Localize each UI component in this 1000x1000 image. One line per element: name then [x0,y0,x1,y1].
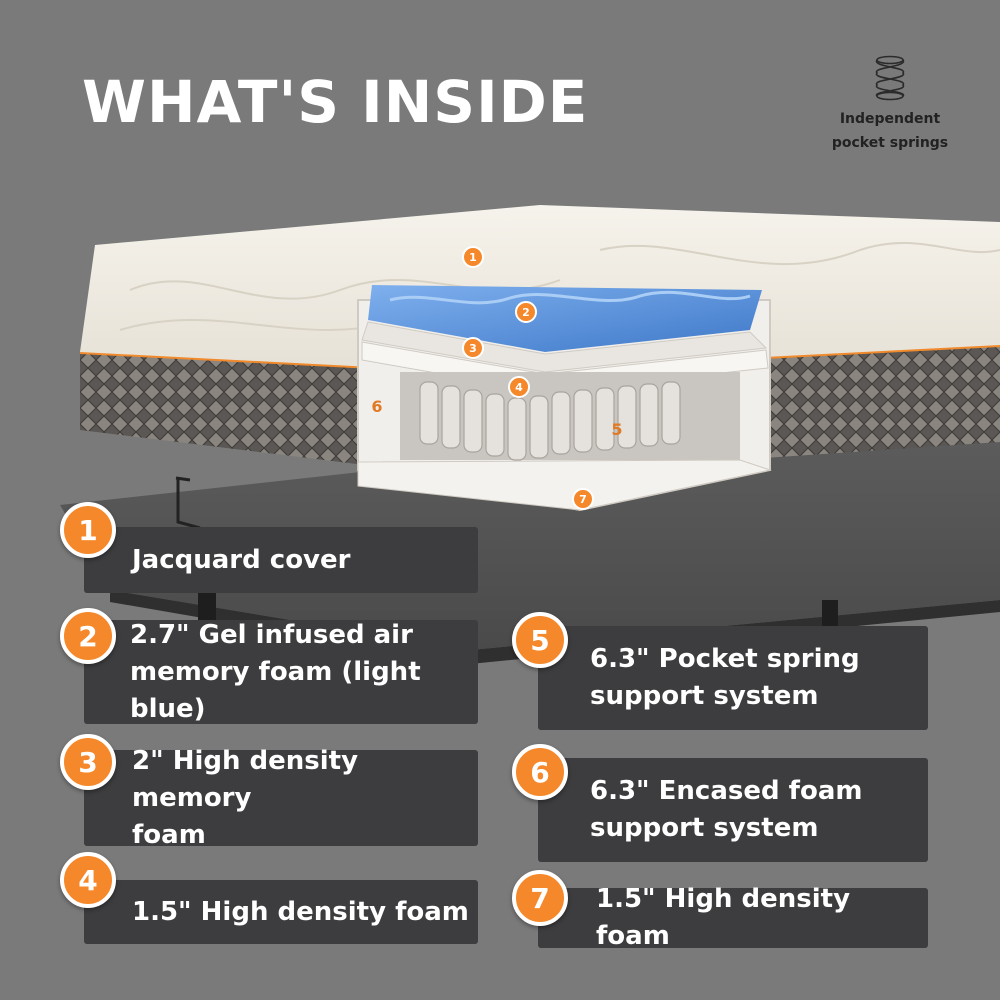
layer-card-3-line-2: foam [132,819,206,850]
layer-card-7: 1.5" High density foam [538,884,928,951]
layer-card-3-line-1: 2" High density memory [132,745,359,813]
layer-card-1-text: Jacquard cover [132,544,351,575]
layer-card-6-line-1: 6.3" Encased foam [590,776,863,806]
marker-3: 3 [462,337,484,359]
coil-spring-icon [830,55,950,101]
layer-card-2-text: 2.7" Gel infused air memory foam (light … [130,617,478,728]
layer-card-2: 2.7" Gel infused air memory foam (light … [84,620,478,724]
layer-card-4: 1.5" High density foam [84,880,478,944]
layer-card-6-line-2: support system [590,813,819,843]
memory-foam-layer [361,321,768,373]
layer-number-badge-4: 4 [60,852,116,908]
pocket-springs [419,381,681,461]
layer-card-5: 6.3" Pocket spring support system [538,626,928,730]
layer-card-5-line-1: 6.3" Pocket spring [590,644,860,674]
bed-frame-platform [60,440,1000,650]
layer-number-badge-2: 2 [60,608,116,664]
marker-7: 7 [572,488,594,510]
marker-5: 5 [611,419,623,439]
badge-label-line-1: Independent [839,111,941,127]
marker-6: 6 [371,396,383,416]
badge-label-line-2: pocket springs [831,135,949,151]
bed-frame-leg-right [822,600,838,628]
layer-card-5-text: 6.3" Pocket spring support system [590,641,860,715]
high-density-foam-bottom-layer [357,459,772,511]
layer-card-3: 2" High density memory foam [84,746,478,850]
bed-frame-leg-left [198,590,216,620]
layer-card-4-text: 1.5" High density foam [132,896,469,927]
marker-2: 2 [515,301,537,323]
gel-foam-texture [389,290,751,305]
layer-card-5-line-2: support system [590,681,819,711]
layer-number-badge-6: 6 [512,744,568,800]
layer-number-badge-7: 7 [512,870,568,926]
layer-number-badge-1: 1 [60,502,116,558]
layer-card-3-text: 2" High density memory foam [132,743,478,854]
layer-card-2-line-2: memory foam (light blue) [130,656,421,724]
layer-card-6: 6.3" Encased foam support system [538,758,928,862]
pocket-spring-badge: Independent pocket springs [830,55,950,155]
layer-card-7-text: 1.5" High density foam [596,884,851,951]
bed-frame-retainer-bar [175,476,201,530]
layer-card-1: Jacquard cover [84,527,478,593]
page-title: WHAT'S INSIDE [82,68,589,136]
marker-1: 1 [462,246,484,268]
layer-number-badge-3: 3 [60,734,116,790]
layer-card-6-text: 6.3" Encased foam support system [590,773,862,847]
layer-card-2-line-1: 2.7" Gel infused air [130,619,413,650]
layer-number-badge-5: 5 [512,612,568,668]
marker-4: 4 [508,376,530,398]
